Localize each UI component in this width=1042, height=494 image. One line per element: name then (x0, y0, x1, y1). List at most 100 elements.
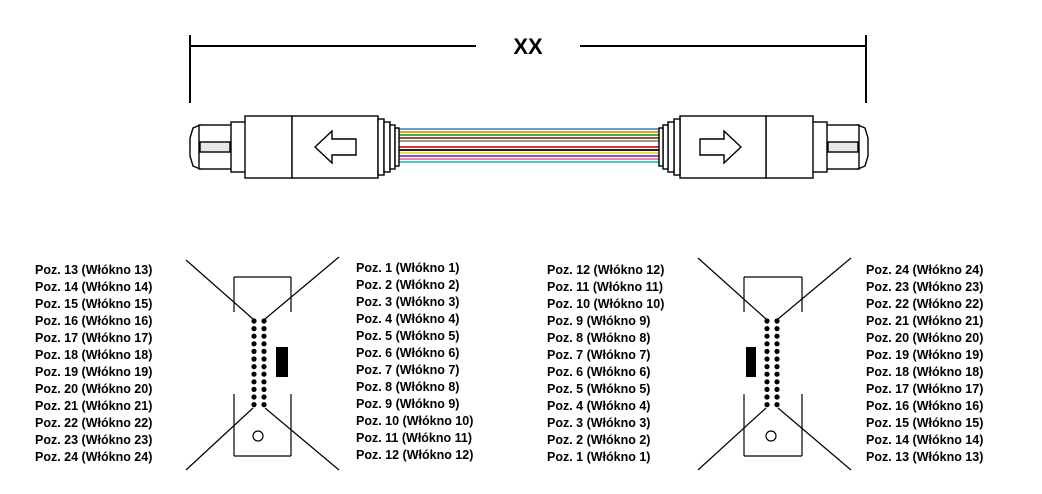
fiber-position-dot (251, 348, 257, 354)
fiber-position-dot (764, 379, 770, 385)
position-label: Poz. 5 (Włókno 5) (547, 382, 650, 396)
fiber-ribbon (399, 127, 659, 165)
right-face-key (746, 347, 756, 377)
fiber-position-dot (251, 386, 257, 392)
fiber-position-dot (251, 356, 257, 362)
fiber-position-dot (261, 356, 267, 362)
fiber-position-dot (251, 402, 257, 408)
fiber-position-dot (774, 326, 780, 332)
position-label: Poz. 23 (Włókno 23) (866, 280, 983, 294)
right-leader-top-left (697, 257, 767, 320)
fiber-position-dot (261, 333, 267, 339)
fiber-position-dot (764, 356, 770, 362)
position-label: Poz. 9 (Włókno 9) (547, 314, 650, 328)
left-face-polarity-hole (252, 430, 264, 442)
position-label: Poz. 18 (Włókno 18) (35, 348, 152, 362)
left-plug-housing (244, 115, 293, 179)
right-boot-rib-4 (658, 127, 664, 167)
position-label: Poz. 7 (Włókno 7) (356, 363, 459, 377)
left-boot-rib-2 (383, 121, 391, 173)
position-label: Poz. 6 (Włókno 6) (356, 346, 459, 360)
fiber-position-dot (764, 341, 770, 347)
right-fiber-positions (764, 318, 780, 408)
position-label: Poz. 4 (Włókno 4) (547, 399, 650, 413)
fiber-position-dot (261, 326, 267, 332)
right-boot-rib-1 (673, 118, 681, 176)
fiber-position-dot (764, 333, 770, 339)
position-label: Poz. 8 (Włókno 8) (547, 331, 650, 345)
fiber-position-dot (764, 371, 770, 377)
position-label: Poz. 15 (Włókno 15) (35, 297, 152, 311)
position-label: Poz. 12 (Włókno 12) (547, 263, 664, 277)
position-label: Poz. 16 (Włókno 16) (35, 314, 152, 328)
position-label: Poz. 2 (Włókno 2) (547, 433, 650, 447)
fiber-position-dot (261, 386, 267, 392)
position-label: Poz. 22 (Włókno 22) (866, 297, 983, 311)
fiber-position-dot (251, 364, 257, 370)
left-connector-right-labels: Poz. 1 (Włókno 1) Poz. 2 (Włókno 2) Poz.… (356, 261, 473, 462)
fiber-position-dot (774, 341, 780, 347)
fiber-position-dot (261, 394, 267, 400)
right-plug-fiber-window (827, 141, 859, 153)
position-label: Poz. 14 (Włókno 14) (866, 433, 983, 447)
left-leader-top-left (185, 259, 254, 320)
fiber-position-dot (774, 318, 780, 324)
fiber-position-dot (764, 326, 770, 332)
position-label: Poz. 18 (Włókno 18) (866, 365, 983, 379)
fiber-position-dot (251, 371, 257, 377)
fiber-position-dot (774, 379, 780, 385)
position-label: Poz. 15 (Włókno 15) (866, 416, 983, 430)
left-connector-endface (185, 256, 340, 471)
position-label: Poz. 1 (Włókno 1) (356, 261, 459, 275)
fiber-position-dot (251, 379, 257, 385)
position-label: Poz. 5 (Włókno 5) (356, 329, 459, 343)
left-leader-bottom-left (185, 407, 254, 471)
fiber-position-dot (764, 394, 770, 400)
position-label: Poz. 22 (Włókno 22) (35, 416, 152, 430)
fiber-position-dot (261, 341, 267, 347)
position-label: Poz. 11 (Włókno 11) (547, 280, 663, 294)
right-face-polarity-hole (765, 430, 777, 442)
fiber-position-dot (261, 318, 267, 324)
right-plug-collar (811, 121, 828, 173)
right-plug-housing (765, 115, 814, 179)
fiber-position-dot (764, 402, 770, 408)
right-boot-rib-2 (667, 121, 675, 173)
position-label: Poz. 10 (Włókno 10) (547, 297, 664, 311)
left-leader-bottom-right (264, 407, 340, 471)
fiber-position-dot (764, 386, 770, 392)
left-fiber-positions (251, 318, 267, 408)
fiber-position-dot (261, 379, 267, 385)
left-leader-top-right (264, 256, 340, 320)
position-label: Poz. 8 (Włókno 8) (356, 380, 459, 394)
position-label: Poz. 6 (Włókno 6) (547, 365, 650, 379)
fiber-position-dot (774, 371, 780, 377)
left-boot-rib-1 (377, 118, 385, 176)
position-label: Poz. 17 (Włókno 17) (35, 331, 152, 345)
left-plug-collar (230, 121, 247, 173)
right-connector-left-labels: Poz. 12 (Włókno 12) Poz. 11 (Włókno 11) … (547, 263, 664, 464)
fiber-position-dot (774, 386, 780, 392)
position-label: Poz. 13 (Włókno 13) (866, 450, 983, 464)
fiber-position-dot (251, 394, 257, 400)
fiber-position-dot (774, 364, 780, 370)
position-label: Poz. 10 (Włókno 10) (356, 414, 473, 428)
left-plug-fiber-window (199, 141, 231, 153)
position-label: Poz. 17 (Włókno 17) (866, 382, 983, 396)
fiber-position-dot (774, 333, 780, 339)
right-leader-bottom-right (777, 407, 852, 471)
right-leader-top-right (777, 257, 852, 320)
right-boot-rib-3 (662, 124, 669, 170)
fiber-position-dot (251, 326, 257, 332)
fiber-position-dot (774, 402, 780, 408)
fiber-position-dot (261, 402, 267, 408)
fiber-position-dot (764, 318, 770, 324)
position-label: Poz. 21 (Włókno 21) (866, 314, 983, 328)
fiber-position-dot (774, 394, 780, 400)
right-arrow-icon (699, 129, 743, 165)
fiber-position-dot (261, 348, 267, 354)
left-boot-rib-3 (389, 124, 396, 170)
left-boot-rib-4 (394, 127, 400, 167)
position-label: Poz. 23 (Włókno 23) (35, 433, 152, 447)
